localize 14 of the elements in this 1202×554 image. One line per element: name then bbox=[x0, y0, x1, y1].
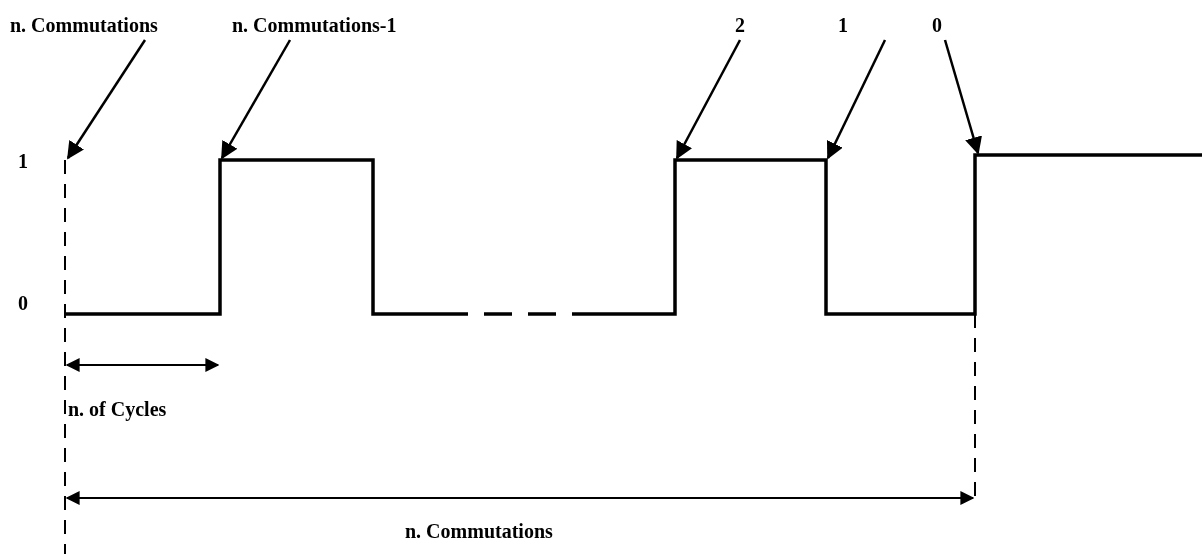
level-label: 0 bbox=[18, 292, 28, 314]
level-label: 1 bbox=[18, 150, 28, 172]
callout-label: 1 bbox=[838, 14, 848, 36]
callout-label: n. Commutations-1 bbox=[232, 14, 397, 36]
callout-label: 2 bbox=[735, 14, 745, 36]
leader-line bbox=[66, 39, 147, 160]
leader-line bbox=[826, 39, 887, 160]
callout-label: 0 bbox=[932, 14, 942, 36]
leader-line bbox=[943, 39, 982, 155]
dimension-label: n. Commutations bbox=[405, 520, 553, 542]
leader-line bbox=[675, 39, 742, 160]
dimension-label: n. of Cycles bbox=[68, 398, 167, 420]
callout-label: n. Commutations bbox=[10, 14, 158, 36]
leader-line bbox=[220, 39, 292, 160]
